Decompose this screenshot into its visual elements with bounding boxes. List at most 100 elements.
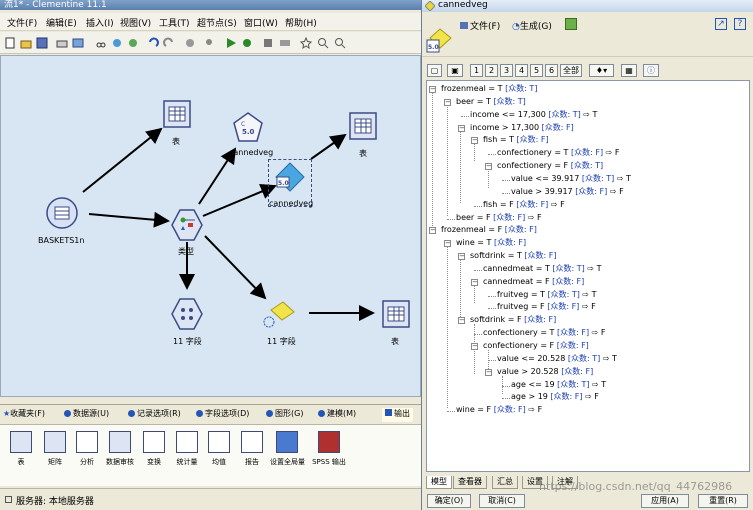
tree-node-row[interactable]: frozenmeal = F [众数: F] (441, 224, 537, 237)
level-4-button[interactable]: 4 (515, 64, 528, 77)
menu-help[interactable]: 帮助(H) (285, 19, 317, 29)
collapse-node-icon[interactable]: − (429, 226, 436, 235)
run-selection-icon[interactable] (241, 37, 253, 49)
tree-node-row[interactable]: confectionery = T [众数: F] ⇨ F (483, 327, 606, 340)
tab-summary[interactable]: 汇总 (492, 476, 518, 489)
palette-analysis[interactable]: 分析 (70, 431, 104, 467)
menu-tools[interactable]: 工具(T) (159, 19, 190, 29)
tree-node-row[interactable]: value > 20.528 [众数: F] (497, 366, 593, 379)
tree-node-row[interactable]: beer = T [众数: T] (456, 96, 526, 109)
fields2-node[interactable] (261, 300, 295, 330)
menu-insert[interactable]: 插入(I) (86, 19, 114, 29)
level-1-button[interactable]: 1 (470, 64, 483, 77)
help-icon[interactable]: ? (734, 18, 746, 30)
stream-canvas[interactable]: BASKETS1n 表 类型 C 5.0 cannedveg (0, 55, 421, 397)
tab-graphs[interactable]: 图形(G) (266, 408, 303, 422)
level-2-button[interactable]: 2 (485, 64, 498, 77)
tree-node-row[interactable]: age <= 19 [众数: T] ⇨ T (511, 379, 606, 392)
export-icon[interactable] (72, 37, 84, 49)
table1-node[interactable] (163, 100, 191, 128)
paste-icon[interactable] (127, 37, 139, 49)
display-options-icon[interactable]: ♦▾ (589, 64, 614, 77)
tab-model[interactable]: 模型 (426, 476, 452, 489)
tab-field-ops[interactable]: 字段选项(D) (196, 408, 249, 422)
menu-supernode[interactable]: 超节点(S) (197, 19, 237, 29)
new-icon[interactable] (4, 37, 16, 49)
level-6-button[interactable]: 6 (545, 64, 558, 77)
decision-tree-panel[interactable]: −frozenmeal = T [众数: T] −beer = T [众数: T… (426, 80, 750, 472)
tree-node-row[interactable]: beer = F [众数: F] ⇨ F (456, 212, 542, 225)
cannedveg-model-node[interactable]: C 5.0 (233, 112, 263, 142)
cancel-button[interactable]: 取消(C) (479, 494, 525, 508)
redo-icon[interactable] (163, 37, 175, 49)
collapse-node-icon[interactable]: − (458, 252, 465, 261)
tree-node-row[interactable]: softdrink = T [众数: F] (470, 250, 556, 263)
tree-node-row[interactable]: fruitveg = F [众数: F] ⇨ F (497, 301, 596, 314)
tab-annotations[interactable]: 注解 (552, 476, 578, 489)
tree-node-row[interactable]: confectionery = T [众数: F] ⇨ F (497, 147, 620, 160)
collapse-node-icon[interactable]: − (485, 162, 492, 171)
tree-node-row[interactable]: fish = T [众数: F] (483, 134, 549, 147)
level-5-button[interactable]: 5 (530, 64, 543, 77)
supernode-icon[interactable] (184, 37, 196, 49)
expand-icon[interactable]: ▣ (447, 64, 463, 77)
table2-node[interactable] (349, 112, 377, 140)
print-icon[interactable] (56, 37, 68, 49)
menu-edit[interactable]: 编辑(E) (46, 19, 77, 29)
palette-table[interactable]: 表 (4, 431, 38, 467)
tab-favorites[interactable]: ★收藏夹(F) (3, 409, 46, 418)
tree-node-row[interactable]: wine = T [众数: F] (456, 237, 526, 250)
zoom-out-icon[interactable] (334, 37, 346, 49)
palette-transform[interactable]: 变换 (137, 431, 171, 467)
palette-data-audit[interactable]: 数据审核 (103, 431, 137, 467)
tab-sources[interactable]: 数据源(U) (64, 408, 109, 422)
palette-report[interactable]: 报告 (235, 431, 269, 467)
reset-button[interactable]: 重置(R) (698, 494, 748, 508)
table3-node[interactable] (382, 300, 410, 328)
cannedveg-generated-node[interactable]: 5.0 (268, 159, 312, 207)
copy-icon[interactable] (111, 37, 123, 49)
collapse-node-icon[interactable]: − (458, 316, 465, 325)
tree-node-row[interactable]: cannedmeat = F [众数: F] (483, 276, 584, 289)
tree-node-row[interactable]: confectionery = F [众数: F] (483, 340, 589, 353)
star-icon[interactable] (300, 37, 312, 49)
stop-icon[interactable] (262, 37, 274, 49)
tree-node-row[interactable]: fruitveg = T [众数: T] ⇨ T (497, 289, 597, 302)
ok-button[interactable]: 确定(O) (427, 494, 471, 508)
open-icon[interactable] (20, 37, 32, 49)
info-icon[interactable]: ⓘ (643, 64, 659, 77)
save-icon[interactable] (36, 37, 48, 49)
tree-node-row[interactable]: age > 19 [众数: F] ⇨ F (511, 391, 599, 404)
collapse-node-icon[interactable]: − (485, 367, 492, 376)
menu-file[interactable]: 文件(F) (7, 19, 38, 29)
tree-node-row[interactable]: value <= 39.917 [众数: T] ⇨ T (511, 173, 631, 186)
undo-icon[interactable] (147, 37, 159, 49)
menu-window[interactable]: 窗口(W) (244, 19, 278, 29)
palette-statistics[interactable]: 统计量 (170, 431, 204, 467)
fields1-node[interactable] (171, 298, 203, 330)
preview-icon[interactable] (279, 37, 291, 49)
tab-output[interactable]: 输出 (382, 408, 413, 422)
palette-means[interactable]: 均值 (202, 431, 236, 467)
tree-node-row[interactable]: value <= 20.528 [众数: T] ⇨ T (497, 353, 617, 366)
collapse-icon[interactable]: ▢ (427, 64, 442, 77)
chart-view-icon[interactable]: ▦ (621, 64, 637, 77)
tree-node-row[interactable]: income > 17,300 [众数: F] (470, 122, 574, 135)
tree-node-row[interactable]: softdrink = F [众数: F] (470, 314, 556, 327)
zoom-in-icon[interactable] (317, 37, 329, 49)
collapse-node-icon[interactable]: − (458, 123, 465, 132)
run-icon[interactable] (225, 37, 237, 49)
model-generate-menu[interactable]: ◔生成(G) (512, 22, 552, 32)
tree-node-row[interactable]: cannedmeat = T [众数: T] ⇨ T (483, 263, 601, 276)
tree-node-row[interactable]: confectionery = F [众数: T] (497, 160, 603, 173)
tree-node-row[interactable]: frozenmeal = T [众数: T] (441, 83, 537, 96)
collapse-node-icon[interactable]: − (429, 85, 436, 93)
type-node[interactable] (171, 209, 203, 241)
model-file-menu[interactable]: 文件(F) (460, 19, 500, 32)
palette-set-globals[interactable]: 设置全局量 (270, 431, 305, 467)
export-model-icon[interactable] (565, 18, 577, 30)
launch-icon[interactable]: ↗ (715, 18, 727, 30)
tab-settings[interactable]: 设置 (522, 476, 548, 489)
tab-modeling[interactable]: 建模(M) (318, 408, 356, 422)
tree-node-row[interactable]: fish = F [众数: F] ⇨ F (483, 199, 565, 212)
